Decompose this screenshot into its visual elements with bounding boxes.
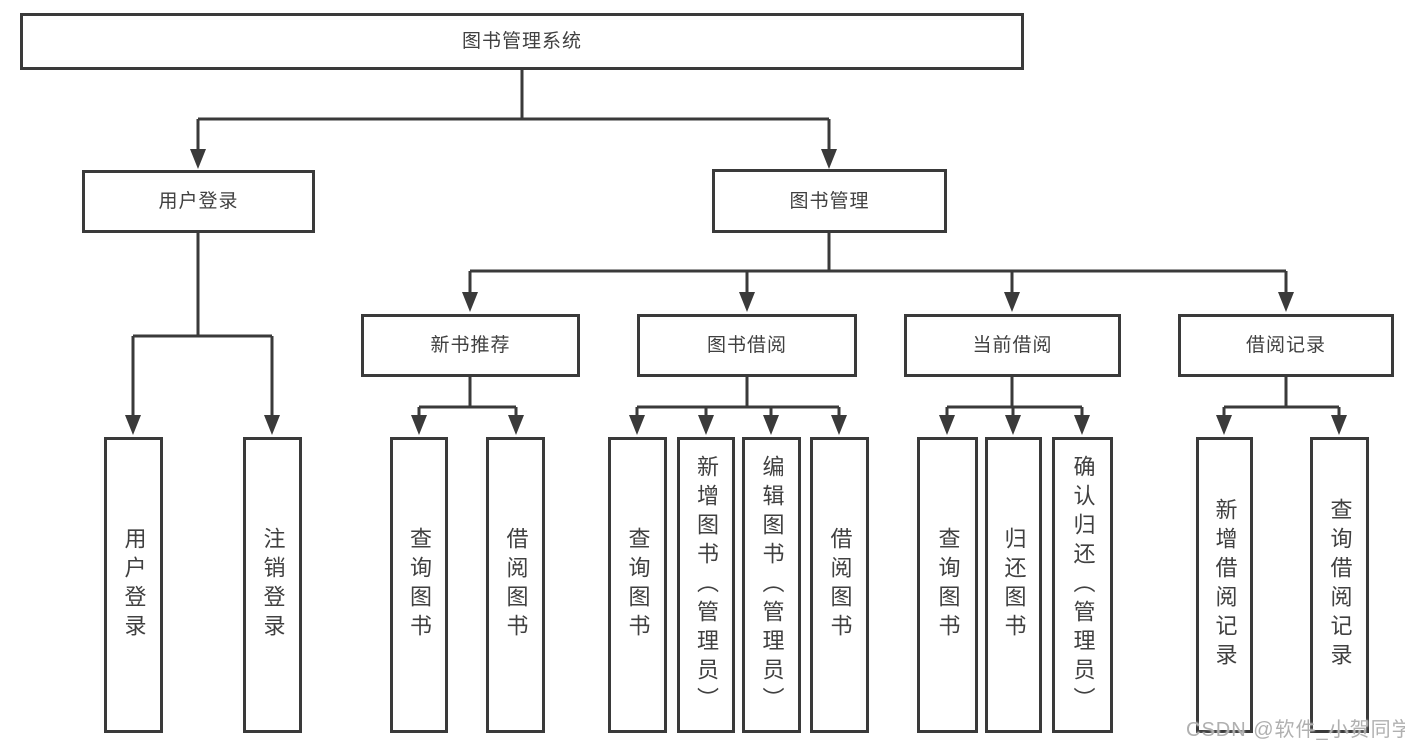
leaf-confirm-return-admin: 确认归还（管理员） xyxy=(1052,437,1113,733)
leaf-return-books: 归还图书 xyxy=(985,437,1042,733)
connector-book-management-to-level2 xyxy=(462,233,1294,312)
leaf-add-books-admin: 新增图书（管理员） xyxy=(677,437,735,733)
node-library-management-system: 图书管理系统 xyxy=(20,13,1024,70)
node-new-book-recommend: 新书推荐 xyxy=(361,314,580,377)
node-book-management: 图书管理 xyxy=(712,169,947,233)
connector-book-borrowing-to-leaves xyxy=(629,377,847,435)
node-user-login: 用户登录 xyxy=(82,170,315,233)
leaf-user-login: 用户登录 xyxy=(104,437,163,733)
connector-current-borrowing-to-leaves xyxy=(939,377,1090,435)
leaf-query-borrow-record: 查询借阅记录 xyxy=(1310,437,1369,733)
leaf-borrow-books-borrowing: 借阅图书 xyxy=(810,437,869,733)
leaf-query-books-current: 查询图书 xyxy=(917,437,978,733)
connector-root-to-level1 xyxy=(190,70,837,169)
node-book-borrowing: 图书借阅 xyxy=(637,314,857,377)
node-current-borrowing: 当前借阅 xyxy=(904,314,1121,377)
node-borrowing-records: 借阅记录 xyxy=(1178,314,1394,377)
leaf-query-books-borrowing: 查询图书 xyxy=(608,437,667,733)
connector-user-login-to-leaves xyxy=(125,233,280,435)
connector-borrowing-records-to-leaves xyxy=(1216,377,1347,435)
leaf-add-borrow-record: 新增借阅记录 xyxy=(1196,437,1253,733)
leaf-logout: 注销登录 xyxy=(243,437,302,733)
csdn-watermark: CSDN @软件_小贺同学 xyxy=(1186,719,1405,741)
connector-new-book-recommend-to-leaves xyxy=(411,377,524,435)
leaf-edit-books-admin: 编辑图书（管理员） xyxy=(742,437,801,733)
leaf-borrow-books-recommend: 借阅图书 xyxy=(486,437,545,733)
leaf-query-books-recommend: 查询图书 xyxy=(390,437,448,733)
